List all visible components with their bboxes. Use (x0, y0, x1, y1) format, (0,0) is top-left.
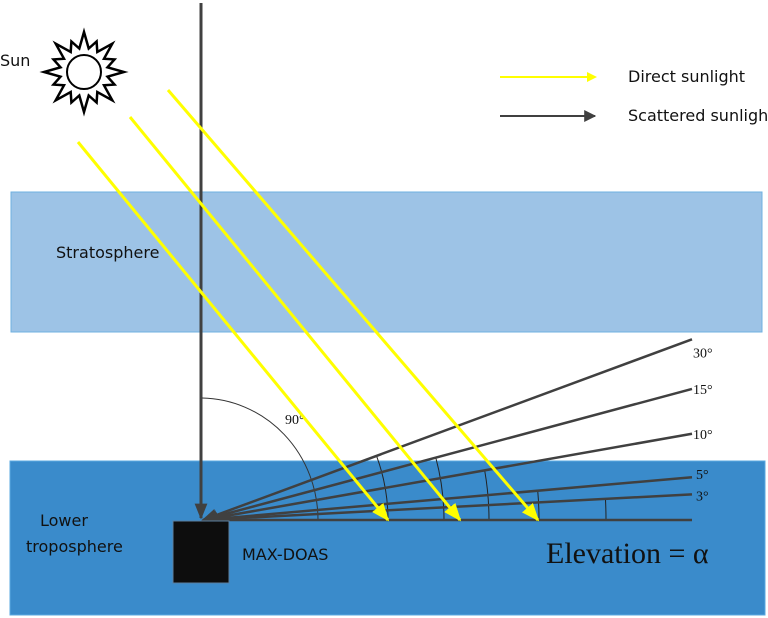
elevation-label: Elevation = α (546, 537, 709, 570)
elevation-label-5: 5° (696, 468, 709, 483)
direct-sunlight-arrow (76, 141, 390, 522)
max-doas-instrument (172, 520, 230, 584)
zenith-angle-label: 90° (285, 413, 305, 428)
elevation-label-30: 30° (693, 346, 713, 361)
elevation-label-3: 3° (696, 489, 709, 504)
legend-scattered-label: Scattered sunlight (628, 106, 768, 125)
zenith-arc (201, 397, 319, 521)
lower-label-2: troposphere (26, 537, 123, 556)
elevation-ray-30 (201, 338, 693, 522)
instrument-label: MAX-DOAS (242, 545, 328, 564)
legend: Direct sunlight Scattered sunlight (500, 67, 768, 125)
elevation-label-10: 10° (693, 428, 713, 443)
stratosphere-band (10, 191, 763, 333)
lower-label-1: Lower (40, 511, 88, 530)
direct-sunlight-arrow (128, 116, 462, 522)
sun-label: Sun (0, 51, 30, 70)
legend-direct-label: Direct sunlight (628, 67, 745, 86)
elevation-arc-3 (604, 498, 607, 521)
sun-icon (39, 27, 129, 117)
elevation-ray-10 (201, 432, 693, 524)
elevation-ray-15 (201, 387, 693, 523)
direct-sunlight-arrow (166, 89, 540, 522)
elevation-arc-15 (435, 457, 445, 521)
stratosphere-label: Stratosphere (56, 243, 159, 262)
elevation-ray-5 (201, 475, 693, 526)
elevation-label-15: 15° (693, 383, 713, 398)
